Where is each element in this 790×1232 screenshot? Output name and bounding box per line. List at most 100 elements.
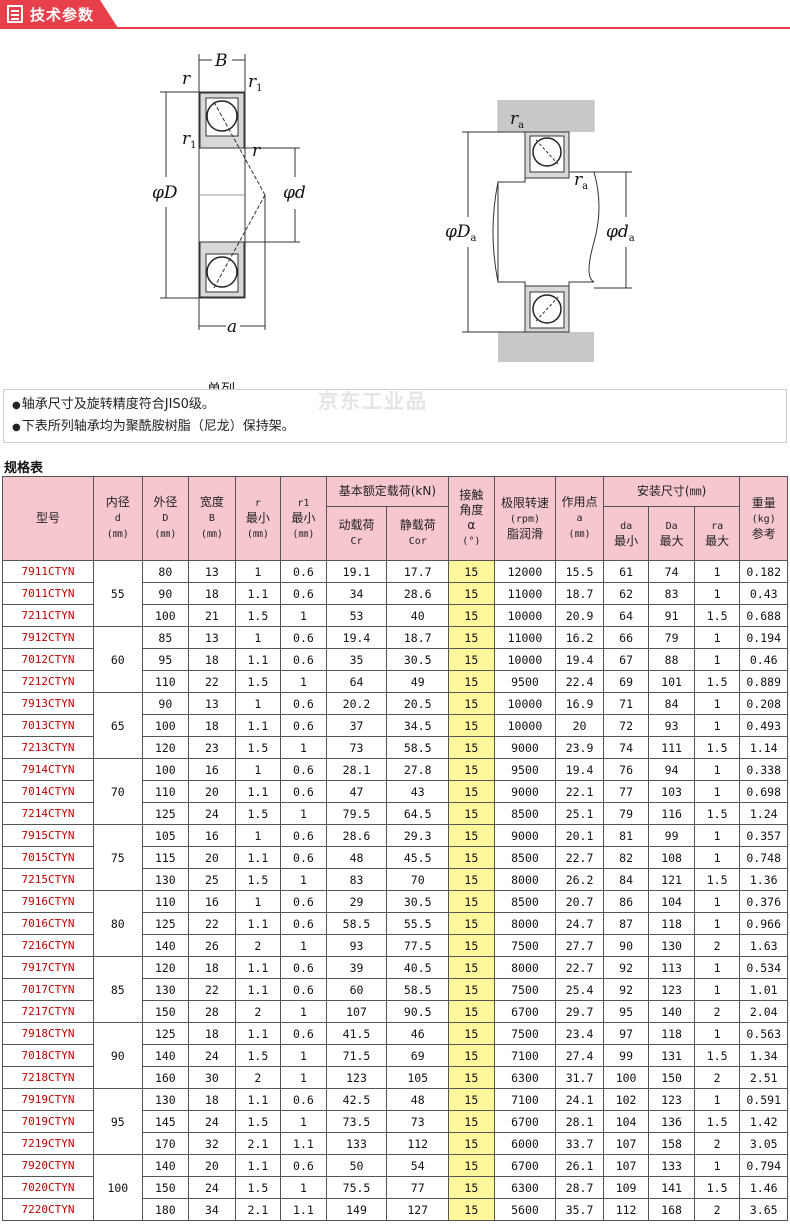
col-header-model: 型号 [1, 476, 95, 561]
cell-speed: 5600 [493, 1198, 557, 1221]
cell-outer: 125 [141, 802, 190, 825]
cell-r: 1.5 [234, 1044, 282, 1067]
cell-outer: 100 [141, 604, 190, 627]
cell-speed: 10000 [493, 604, 557, 627]
cell-weight: 1.14 [739, 736, 788, 759]
cell-model[interactable]: 7214CTYN [1, 802, 95, 825]
cell-weight: 0.208 [739, 692, 788, 715]
cell-width: 24 [188, 802, 236, 825]
cell-outer: 125 [141, 912, 190, 935]
cell-da: 61 [602, 560, 650, 583]
cell-model[interactable]: 7919CTYN [1, 1088, 95, 1111]
cell-ra: 1.5 [693, 604, 741, 627]
cell-dynamic: 47 [325, 780, 388, 803]
cell-model[interactable]: 7017CTYN [1, 978, 95, 1001]
cell-speed: 8000 [493, 956, 557, 979]
cell-weight: 0.376 [739, 890, 788, 913]
cell-outer: 140 [141, 1044, 190, 1067]
cell-r1: 1.1 [280, 1132, 327, 1155]
cell-ra: 1.5 [693, 736, 741, 759]
cell-r1: 0.6 [280, 582, 327, 605]
cell-r1: 0.6 [280, 1022, 327, 1045]
cell-model[interactable]: 7217CTYN [1, 1000, 95, 1023]
cell-model[interactable]: 7915CTYN [1, 824, 95, 847]
cell-model[interactable]: 7916CTYN [1, 890, 95, 913]
cell-model[interactable]: 7019CTYN [1, 1110, 95, 1133]
cell-outer: 130 [141, 868, 190, 891]
cell-model[interactable]: 7218CTYN [1, 1066, 95, 1089]
cell-model[interactable]: 7011CTYN [1, 582, 95, 605]
cell-static: 55.5 [386, 912, 450, 935]
cell-da: 67 [602, 648, 650, 671]
cell-dynamic: 19.4 [325, 626, 388, 649]
cell-model[interactable]: 7920CTYN [1, 1154, 95, 1177]
cell-model[interactable]: 7014CTYN [1, 780, 95, 803]
cell-speed: 7500 [493, 978, 557, 1001]
cell-model[interactable]: 7211CTYN [1, 604, 95, 627]
cell-da: 95 [602, 1000, 650, 1023]
cell-width: 28 [188, 1000, 236, 1023]
cell-r: 1.5 [234, 736, 282, 759]
cell-Da: 140 [648, 1000, 695, 1023]
cell-angle: 15 [448, 780, 495, 803]
label-phida: φda [606, 222, 635, 244]
cell-r: 1.1 [234, 648, 282, 671]
cell-Da: 116 [648, 802, 695, 825]
cell-r1: 0.6 [280, 1088, 327, 1111]
cell-model[interactable]: 7213CTYN [1, 736, 95, 759]
cell-speed: 6700 [493, 1154, 557, 1177]
cell-dynamic: 64 [325, 670, 388, 693]
cell-da: 97 [602, 1022, 650, 1045]
cell-model[interactable]: 7012CTYN [1, 648, 95, 671]
cell-weight: 0.889 [739, 670, 788, 693]
cell-model[interactable]: 7917CTYN [1, 956, 95, 979]
cell-model[interactable]: 7918CTYN [1, 1022, 95, 1045]
cell-speed: 11000 [493, 626, 557, 649]
cell-model[interactable]: 7914CTYN [1, 758, 95, 781]
mounting-section [462, 100, 632, 362]
cell-static: 90.5 [386, 1000, 450, 1023]
cell-speed: 9000 [493, 824, 557, 847]
cell-weight: 3.65 [739, 1198, 788, 1221]
cell-model[interactable]: 7220CTYN [1, 1198, 95, 1221]
cell-model[interactable]: 7020CTYN [1, 1176, 95, 1199]
cell-outer: 110 [141, 890, 190, 913]
cell-model[interactable]: 7911CTYN [1, 560, 95, 583]
cell-point: 20.1 [555, 824, 604, 847]
cell-outer: 120 [141, 956, 190, 979]
cell-speed: 8500 [493, 802, 557, 825]
cell-dynamic: 39 [325, 956, 388, 979]
cell-ra: 2 [693, 934, 741, 957]
cell-model[interactable]: 7219CTYN [1, 1132, 95, 1155]
cell-model[interactable]: 7016CTYN [1, 912, 95, 935]
cell-r: 1.1 [234, 912, 282, 935]
cell-speed: 10000 [493, 648, 557, 671]
cell-model[interactable]: 7912CTYN [1, 626, 95, 649]
cell-r1: 1 [280, 934, 327, 957]
cell-static: 17.7 [386, 560, 450, 583]
cell-static: 70 [386, 868, 450, 891]
cell-model[interactable]: 7913CTYN [1, 692, 95, 715]
cell-angle: 15 [448, 846, 495, 869]
cell-width: 16 [188, 758, 236, 781]
cell-static: 58.5 [386, 736, 450, 759]
cell-model[interactable]: 7018CTYN [1, 1044, 95, 1067]
cell-speed: 10000 [493, 692, 557, 715]
cell-model[interactable]: 7212CTYN [1, 670, 95, 693]
cell-ra: 1 [693, 912, 741, 935]
cell-model[interactable]: 7015CTYN [1, 846, 95, 869]
cell-angle: 15 [448, 648, 495, 671]
cell-model[interactable]: 7215CTYN [1, 868, 95, 891]
cell-model[interactable]: 7013CTYN [1, 714, 95, 737]
cell-model[interactable]: 7216CTYN [1, 934, 95, 957]
left-dimension-labels: B r r1 r1 r φD φd a [152, 51, 306, 337]
cell-Da: 93 [648, 714, 695, 737]
cell-point: 26.2 [555, 868, 604, 891]
cell-r: 1.1 [234, 846, 282, 869]
cell-speed: 9500 [493, 670, 557, 693]
cell-width: 13 [188, 692, 236, 715]
